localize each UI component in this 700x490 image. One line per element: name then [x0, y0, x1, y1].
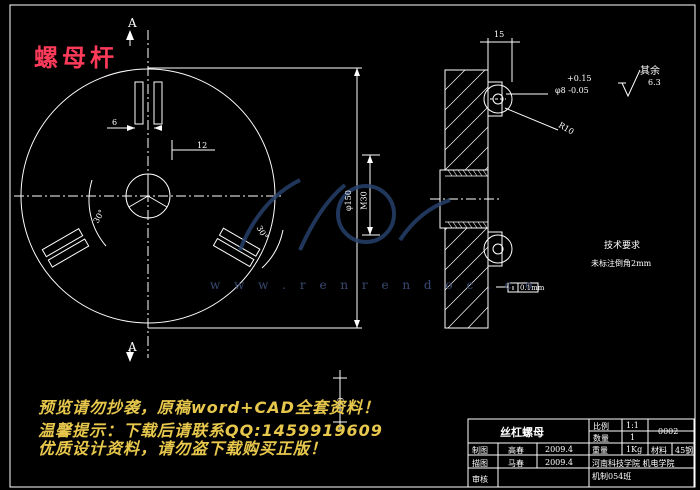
tb-scale-value: 1:1	[626, 421, 639, 430]
promo-line-2: 温馨提示：下载后请联系QQ:1459919609	[38, 421, 383, 440]
tb-material-label: 材料	[651, 446, 667, 455]
tb-drawn-label: 制图	[472, 446, 488, 455]
watermark-url: w w w . r e n r e n d o c . c o	[210, 278, 538, 292]
promo-line-3: 优质设计资料，请勿盗下载购买正版！	[38, 439, 328, 458]
dim-tol-lower: φ8 -0.05	[555, 86, 589, 95]
tb-drawing-no: 0002	[658, 427, 679, 436]
watermark-logo	[238, 178, 451, 251]
tb-drawn-date: 2009.4	[545, 445, 573, 454]
tb-weight-value: 1Kg	[626, 445, 643, 454]
tb-material-value: 45钢	[675, 446, 694, 455]
dim-slot-offset: 12	[197, 141, 208, 150]
drawing-frame	[9, 4, 696, 488]
roughness-value: 6.3	[648, 78, 661, 87]
tb-drawn-by: 高春	[508, 446, 524, 455]
tb-school: 河南科技学院 机电学院	[592, 459, 675, 468]
title-block	[467, 418, 695, 488]
part-name-title: 螺母杆	[34, 43, 118, 72]
tb-class: 机制054班	[592, 472, 632, 481]
dim-tol-upper: +0.15	[567, 74, 592, 83]
promo-line-1: 预览请勿抄袭，原稿word+CAD全套资料！	[38, 398, 380, 417]
side-section-view	[333, 38, 559, 430]
section-marker-bottom: A	[128, 340, 137, 354]
tb-qty-label: 数量	[593, 434, 609, 443]
tb-designed-date: 2009.4	[545, 458, 573, 467]
dim-diameter-outer: φ150	[343, 190, 353, 211]
tb-designed-by: 马春	[508, 459, 524, 468]
tb-weight-label: 重量	[592, 446, 608, 455]
datum-symbol: 0.1mm	[520, 284, 545, 292]
dim-slot-width: 6	[112, 118, 118, 127]
dim-thread: M30	[359, 191, 369, 210]
tb-part-title: 丝杠螺母	[500, 426, 544, 439]
dim-top-width: 15	[494, 30, 505, 39]
tb-scale-label: 比例	[593, 422, 609, 431]
tb-designed-label: 描图	[472, 459, 488, 468]
roughness-label: 其余	[640, 66, 660, 77]
tb-qty-value: 1	[630, 433, 636, 442]
front-view	[14, 30, 380, 358]
section-marker-top: A	[128, 16, 137, 30]
tb-review-label: 审核	[472, 475, 488, 484]
tech-req-note: 未标注倒角2mm	[591, 259, 652, 268]
tech-req-heading: 技术要求	[604, 241, 641, 251]
